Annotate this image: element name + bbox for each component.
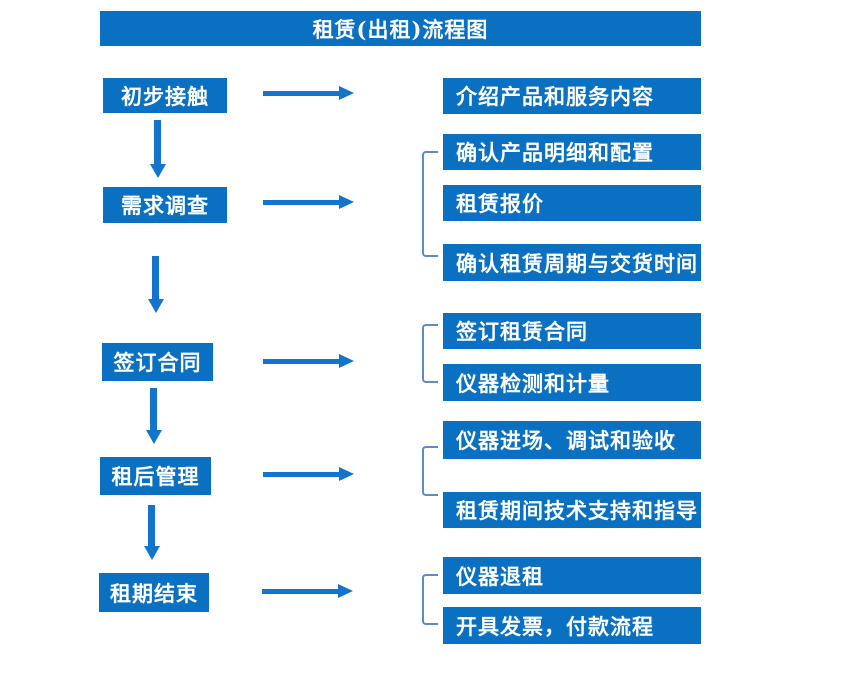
down-arrow-2: [147, 256, 164, 313]
bracket-group-5: [422, 574, 438, 625]
stage-box-post-rental-management: 租后管理: [100, 457, 211, 495]
bracket-group-2: [422, 151, 438, 257]
stage-box-rental-end: 租期结束: [99, 573, 209, 612]
detail-box-confirm-product-config: 确认产品明细和配置: [443, 134, 701, 170]
detail-box-invoice-payment: 开具发票，付款流程: [443, 607, 701, 644]
right-arrow-4: [263, 467, 354, 481]
bracket-group-3: [422, 324, 438, 383]
down-arrow-1: [149, 120, 166, 178]
detail-box-instrument-return: 仪器退租: [443, 557, 701, 594]
right-arrow-1: [263, 86, 354, 100]
detail-box-rental-quote: 租赁报价: [443, 185, 701, 221]
page-title: 租赁(出租)流程图: [312, 16, 489, 42]
stage-box-sign-contract: 签订合同: [102, 343, 213, 381]
down-arrow-3: [145, 388, 162, 444]
detail-box-instrument-setup-acceptance: 仪器进场、调试和验收: [443, 421, 701, 459]
stage-box-demand-survey: 需求调查: [103, 187, 227, 223]
right-arrow-2: [263, 195, 354, 209]
detail-box-confirm-period-delivery: 确认租赁周期与交货时间: [443, 244, 701, 281]
detail-box-introduce-products: 介绍产品和服务内容: [443, 78, 701, 114]
right-arrow-5: [262, 584, 353, 598]
stage-box-initial-contact: 初步接触: [103, 78, 227, 113]
detail-box-tech-support: 租赁期间技术支持和指导: [443, 492, 701, 528]
right-arrow-3: [263, 354, 354, 368]
bracket-group-4: [422, 446, 438, 496]
title-bar: 租赁(出租)流程图: [100, 11, 701, 46]
detail-box-instrument-testing: 仪器检测和计量: [443, 364, 701, 401]
down-arrow-4: [143, 505, 160, 560]
detail-box-sign-rental-contract: 签订租赁合同: [443, 313, 701, 349]
